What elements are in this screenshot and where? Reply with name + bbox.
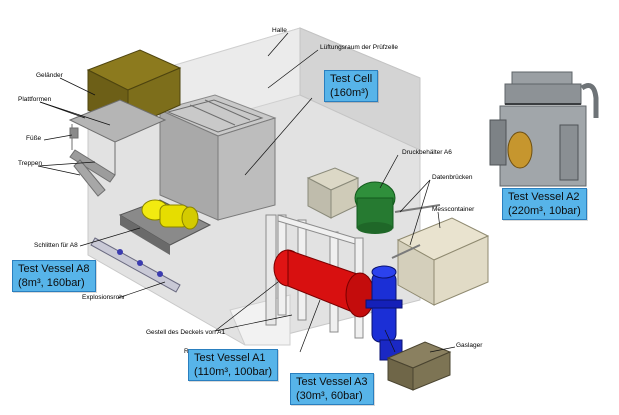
platforms-stairs [68, 99, 167, 197]
vessel-a1 [273, 249, 375, 318]
data-bridges [391, 204, 441, 259]
leader-lines [37, 32, 456, 353]
label-gelaender: Geländer [36, 72, 63, 79]
label-druckbehaelter: Druckbehälter A6 [402, 149, 452, 156]
vessel-a8 [141, 199, 199, 230]
tag-vessel-a8-line2: (8m³, 160bar) [18, 277, 85, 289]
tag-vessel-a8-line1: Test Vessel A8 [18, 263, 90, 275]
label-treppen: Treppen [18, 160, 42, 167]
tag-vessel-a1-line1: Test Vessel A1 [194, 352, 266, 364]
vessel-a2-photo [486, 65, 606, 190]
tag-vessel-a2-line2: (220m³, 10bar) [508, 205, 581, 217]
label-gestell: Gestell des Deckels von A1 [146, 329, 226, 336]
vessel-a3 [365, 265, 403, 361]
label-explosionsrohr: Explosionsrohr [82, 294, 125, 301]
tag-vessel-a3-line1: Test Vessel A3 [296, 376, 368, 388]
tag-vessel-a2: Test Vessel A2 (220m³, 10bar) [502, 188, 587, 220]
label-fuesse: Füße [26, 135, 42, 142]
measurement-container [396, 217, 490, 306]
tag-vessel-a8: Test Vessel A8 (8m³, 160bar) [12, 260, 96, 292]
label-lueftungsraum: Lüftungsraum der Prüfzelle [320, 44, 399, 51]
label-gaslager: Gaslager [456, 342, 483, 349]
label-halle: Halle [272, 27, 287, 34]
tag-vessel-a2-line1: Test Vessel A2 [508, 191, 580, 203]
gas-storage [386, 341, 452, 391]
tag-test-cell-line1: Test Cell [330, 73, 373, 85]
tag-vessel-a1-line2: (110m³, 100bar) [194, 366, 273, 378]
gray-box-a6 [306, 167, 360, 219]
label-datenbruecken: Datenbrücken [432, 174, 473, 181]
tag-test-cell-line2: (160m³) [330, 87, 369, 99]
tag-vessel-a3: Test Vessel A3 (30m³, 60bar) [290, 373, 374, 405]
vessel-a6 [354, 181, 396, 234]
label-schlitten: Schlitten für A8 [34, 242, 78, 249]
label-messcontainer: Messcontainer [432, 206, 475, 213]
tag-vessel-a3-line2: (30m³, 60bar) [296, 390, 363, 402]
explosion-pipe [90, 237, 181, 293]
tag-test-cell: Test Cell (160m³) [324, 70, 379, 102]
tag-vessel-a1: Test Vessel A1 (110m³, 100bar) [188, 349, 279, 381]
test-cell-box [158, 94, 277, 221]
label-plattformen: Plattformen [18, 96, 52, 103]
